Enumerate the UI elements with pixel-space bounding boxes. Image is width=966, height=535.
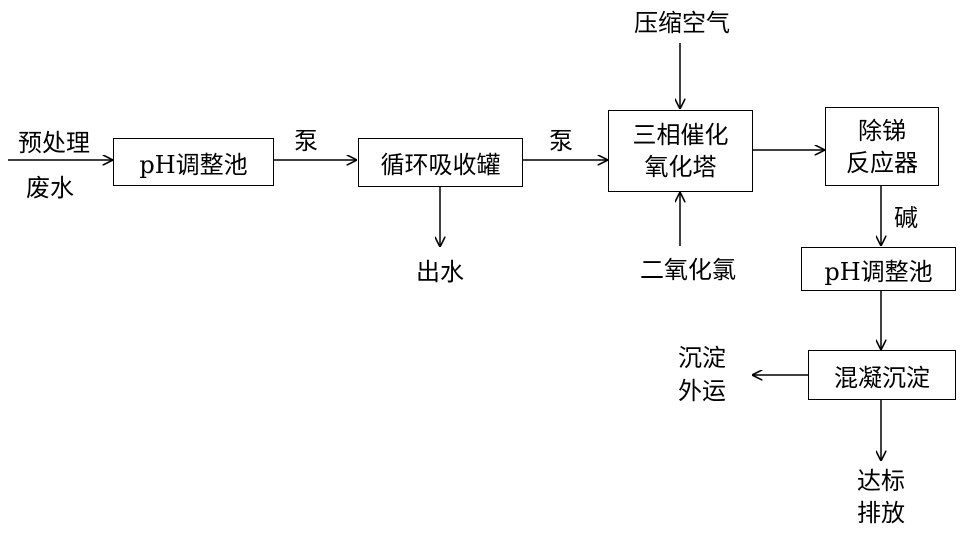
input-label-pretreat: 预处理 [18,129,90,157]
circulation-absorption-tank: 循环吸收罐 [358,138,523,187]
tower-label-line2: 氧化塔 [644,153,717,181]
sludge-label-line1: 沉淀 [678,344,726,372]
outlet-water-label: 出水 [416,258,464,286]
pump-label-2: 泵 [549,127,573,155]
input-label-wastewater: 废水 [26,174,74,202]
discharge-label-line2: 排放 [857,499,905,527]
discharge-label-line1: 达标 [857,467,905,495]
compressed-air-label: 压缩空气 [634,9,730,37]
circulation-absorption-tank-label: 循环吸收罐 [380,151,501,179]
reactor-label-line1: 除锑 [858,116,906,145]
antimony-removal-reactor: 除锑 反应器 [825,107,939,186]
coagulation-sedimentation: 混凝沉淀 [808,350,956,400]
ph-adjust-tank-2-label: pH调整池 [824,257,933,286]
ph-adjust-tank-1-label: pH调整池 [139,150,248,179]
chlorine-dioxide-label: 二氧化氯 [640,256,736,284]
alkali-label: 碱 [894,204,918,232]
catalytic-oxidation-tower: 三相催化 氧化塔 [608,110,753,192]
pump-label-1: 泵 [294,127,318,155]
ph-adjust-tank-1: pH调整池 [113,138,274,186]
tower-label-line1: 三相催化 [632,121,729,149]
ph-adjust-tank-2: pH调整池 [801,247,956,291]
reactor-label-line2: 反应器 [846,148,918,177]
coagulation-sedimentation-label: 混凝沉淀 [834,363,930,392]
sludge-label-line2: 外运 [678,377,726,405]
